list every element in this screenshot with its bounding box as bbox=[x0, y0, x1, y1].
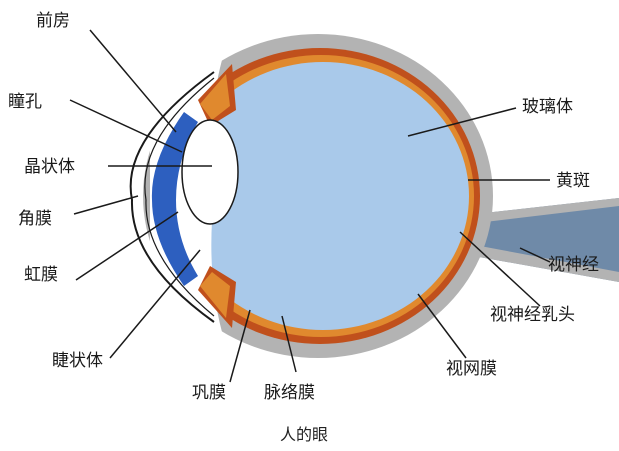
label-macula: 黄斑 bbox=[556, 171, 590, 191]
label-cornea: 角膜 bbox=[18, 209, 52, 229]
label-lens: 晶状体 bbox=[24, 157, 75, 177]
label-vitreous-body: 玻璃体 bbox=[522, 97, 573, 117]
figure-caption: 人的眼 bbox=[280, 425, 328, 444]
label-anterior-chamber: 前房 bbox=[36, 11, 70, 31]
label-sclera: 巩膜 bbox=[192, 383, 226, 403]
label-ciliary-body: 睫状体 bbox=[52, 351, 103, 371]
label-optic-nerve: 视神经 bbox=[548, 255, 599, 275]
label-retina: 视网膜 bbox=[446, 359, 497, 379]
label-pupil: 瞳孔 bbox=[8, 92, 42, 112]
label-optic-disc: 视神经乳头 bbox=[490, 305, 575, 325]
leader-cornea bbox=[74, 196, 138, 214]
label-iris: 虹膜 bbox=[24, 265, 58, 285]
lens-shape bbox=[182, 120, 238, 224]
label-choroid: 脉络膜 bbox=[264, 383, 315, 403]
